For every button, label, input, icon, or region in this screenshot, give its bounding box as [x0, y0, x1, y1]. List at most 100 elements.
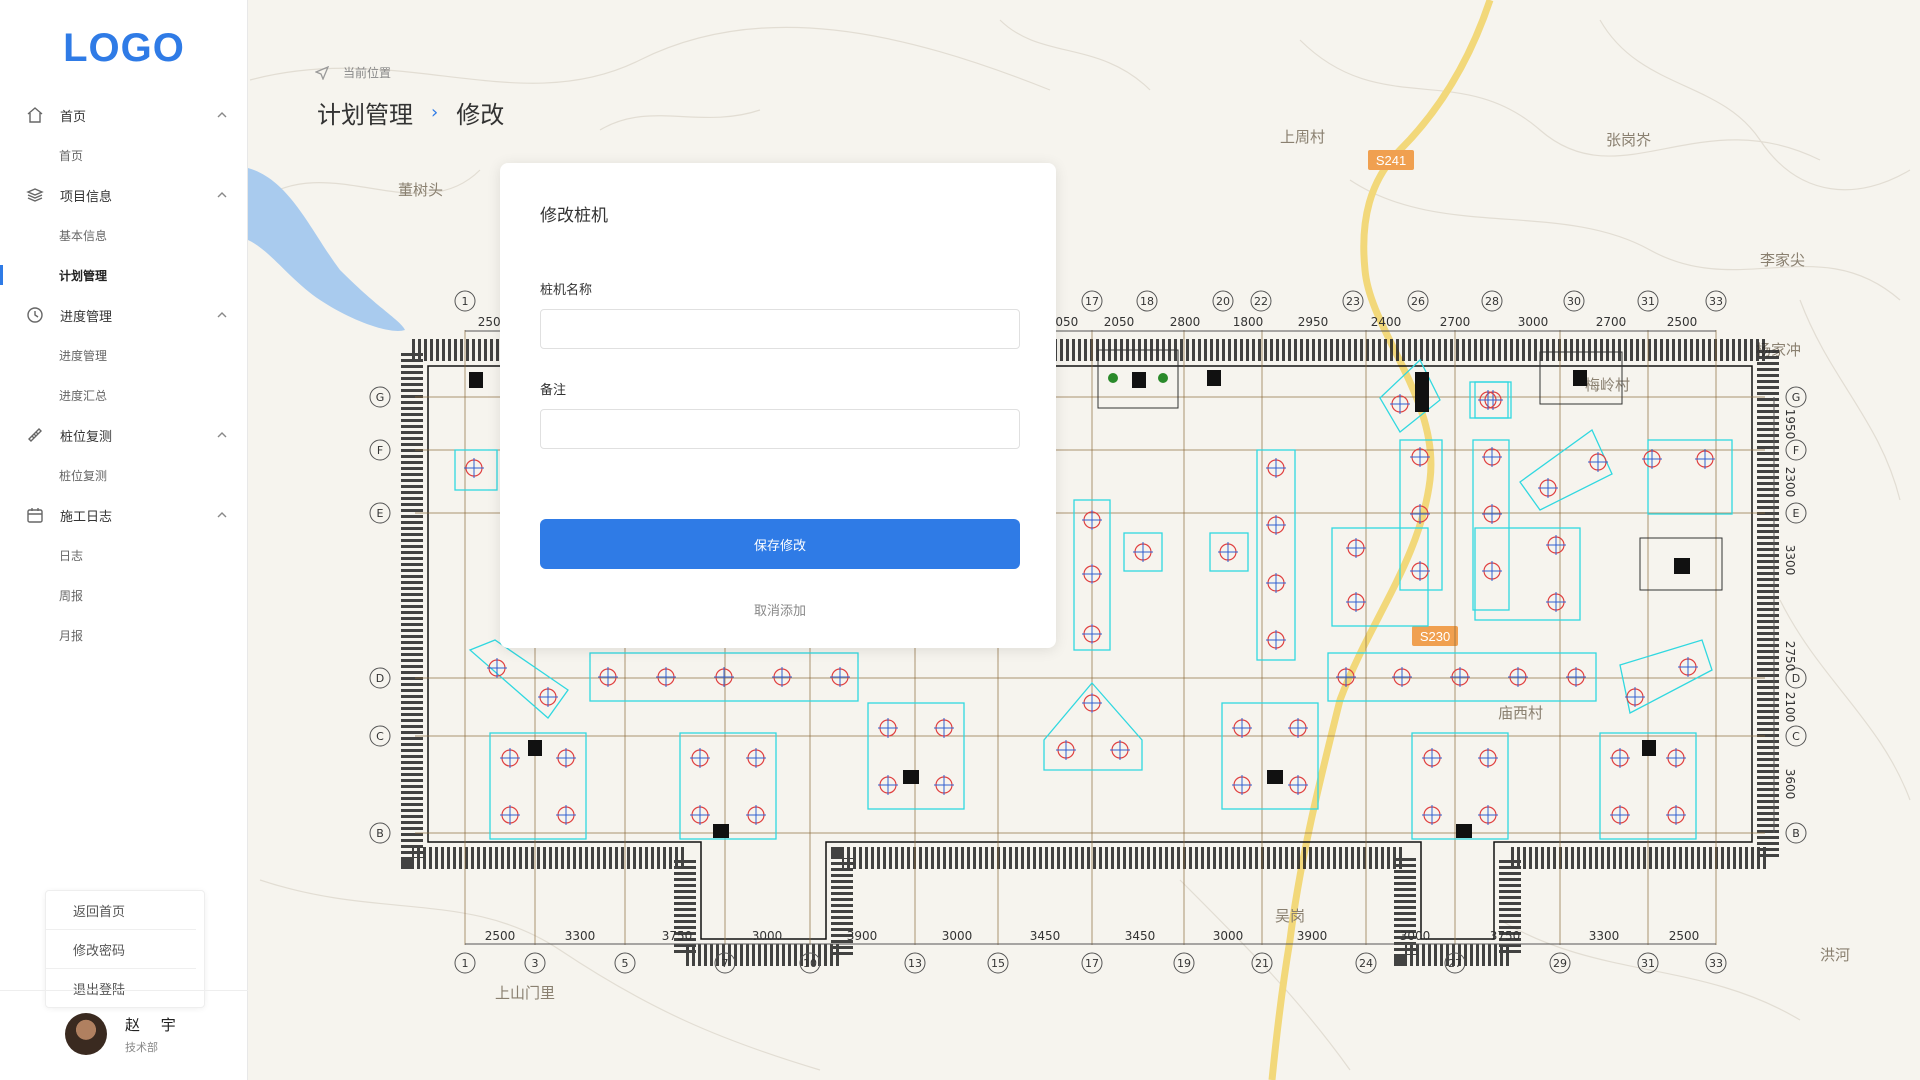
change-password-link[interactable]: 修改密码 [46, 930, 196, 969]
svg-text:吴岗: 吴岗 [1275, 907, 1305, 925]
pile-marker [714, 667, 734, 687]
axis-bubble [714, 952, 736, 974]
chevron-up-icon [217, 192, 227, 198]
axis-label: 17 [1085, 957, 1099, 970]
sidebar-item-basic-info[interactable]: 基本信息 [59, 228, 108, 243]
pile-marker [934, 775, 954, 795]
sidebar-item-home[interactable]: 首页 [59, 148, 84, 163]
sidebar-item-progress-summary[interactable]: 进度汇总 [59, 388, 108, 403]
dimension-label: 2500 [1667, 315, 1698, 329]
dimension-label: 3000 [1518, 315, 1549, 329]
sidebar-group-home[interactable]: 首页 [0, 95, 248, 135]
pile-cap [1331, 527, 1429, 627]
logout-link[interactable]: 退出登陆 [73, 983, 126, 998]
current-location: 当前位置 [315, 64, 391, 81]
breadcrumb-parent[interactable]: 计划管理 [317, 101, 413, 129]
axis-label: G [376, 391, 385, 404]
logo: LOGO [63, 26, 185, 70]
pile-marker [1410, 447, 1430, 467]
dimension-label: 3300 [565, 929, 596, 943]
sidebar-group-progress[interactable]: 进度管理 [0, 295, 248, 335]
pile-marker [1082, 564, 1102, 584]
current-location-label: 当前位置 [343, 66, 392, 80]
dimension-label: 2500 [1669, 929, 1700, 943]
axis-bubble [1136, 290, 1158, 312]
axis-label: 20 [1216, 295, 1230, 308]
lake [248, 168, 405, 331]
pile-marker [1288, 718, 1308, 738]
user-profile[interactable]: 赵 宇 技术部 [65, 1013, 184, 1055]
pile-marker [1478, 390, 1498, 410]
pile-marker [538, 687, 558, 707]
pile-marker [1232, 775, 1252, 795]
sidebar-item-weekly-report[interactable]: 周报 [59, 588, 84, 603]
chevron-up-icon [217, 432, 227, 438]
pile-marker [1056, 740, 1076, 760]
axis-label: 18 [1140, 295, 1154, 308]
sidebar-group-project-info[interactable]: 项目信息 [0, 175, 248, 215]
cancel-link[interactable]: 取消添加 [753, 604, 806, 619]
sidebar-item-daily-log[interactable]: 日志 [59, 548, 84, 563]
sidebar-group-label: 首页 [60, 109, 87, 125]
axis-bubble [454, 952, 476, 974]
dimension-label: 2700 [1596, 315, 1627, 329]
sidebar-group-construction-log[interactable]: 施工日志 [0, 495, 248, 535]
pile-marker [1082, 510, 1102, 530]
svg-text:上周村: 上周村 [1280, 128, 1325, 146]
pile-marker [1588, 452, 1608, 472]
axis-label: 1 [462, 295, 469, 308]
save-button[interactable]: 保存修改 [540, 519, 1020, 569]
sidebar-item-monthly-report[interactable]: 月报 [59, 628, 84, 643]
pile-marker [1546, 535, 1566, 555]
pile-cap [589, 652, 859, 702]
axis-label: 22 [1254, 295, 1268, 308]
back-home-link[interactable]: 返回首页 [46, 891, 196, 930]
dimension-label: 3300 [1589, 929, 1620, 943]
dimension-label: 1800 [1233, 315, 1264, 329]
pile-marker [772, 667, 792, 687]
pile-cap [1399, 439, 1443, 591]
equipment-box [1097, 349, 1179, 409]
pile-marker [1266, 515, 1286, 535]
dimension-label: 3000 [1400, 929, 1431, 943]
dialog-title: 修改桩机 [540, 206, 608, 226]
machine-name-input[interactable] [540, 309, 1020, 349]
layers-icon [26, 186, 44, 204]
pile-marker [556, 805, 576, 825]
remark-input[interactable] [540, 409, 1020, 449]
sidebar-item-progress-management[interactable]: 进度管理 [59, 348, 108, 363]
dimension-label: 2500 [485, 929, 516, 943]
pile-cap [1599, 732, 1697, 840]
avatar [65, 1013, 107, 1055]
axis-bubble [369, 725, 391, 747]
axis-bubble [369, 502, 391, 524]
pile-cap [1209, 532, 1249, 572]
pile-marker [1666, 748, 1686, 768]
pile-marker [556, 748, 576, 768]
dimension-label: 3000 [1213, 929, 1244, 943]
dimension-label: 3600 [1783, 769, 1797, 800]
pile-cap [1411, 732, 1509, 840]
axis-label: 15 [991, 957, 1005, 970]
axis-label: 10 [803, 957, 817, 970]
pile-cap [1519, 429, 1613, 511]
sidebar-group-label: 桩位复测 [60, 429, 113, 445]
svg-text:李家尖: 李家尖 [1760, 251, 1805, 269]
sidebar-divider [0, 990, 248, 991]
machine-marker [1267, 770, 1283, 784]
sidebar-item-pile-resurvey[interactable]: 桩位复测 [59, 468, 108, 483]
machine-marker [713, 824, 729, 838]
sidebar-item-plan-management[interactable]: 计划管理 [0, 255, 248, 295]
chevron-up-icon [217, 512, 227, 518]
axis-label: 30 [1567, 295, 1581, 308]
remark-label: 备注 [540, 383, 567, 398]
pile-marker [500, 805, 520, 825]
sidebar-group-pile-resurvey[interactable]: 桩位复测 [0, 415, 248, 455]
machine-marker [469, 372, 483, 388]
axis-bubble [1785, 667, 1807, 689]
axis-label: 3 [532, 957, 539, 970]
dimension-label: 3750 [662, 929, 693, 943]
pile-layout-drawing [401, 330, 1779, 966]
dimension-label: 3900 [847, 929, 878, 943]
pile-cap [1256, 449, 1296, 661]
